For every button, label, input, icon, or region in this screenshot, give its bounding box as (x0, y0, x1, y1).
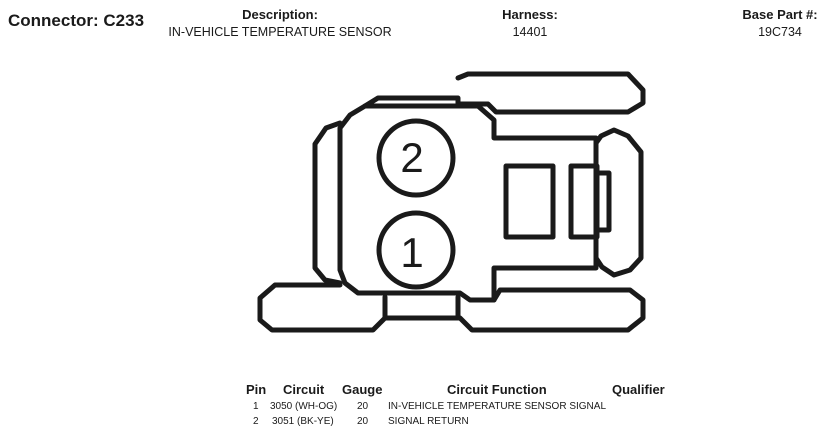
table-row-function: IN-VEHICLE TEMPERATURE SENSOR SIGNAL (388, 401, 607, 412)
right-latch (593, 127, 644, 278)
left-bump (312, 120, 343, 286)
connector-title: Connector: C233 (8, 11, 145, 30)
table-row-gauge: 20 (357, 416, 369, 427)
description-value: IN-VEHICLE TEMPERATURE SENSOR (168, 25, 392, 39)
top-latch (362, 71, 646, 115)
pin-cavity-2 (376, 118, 456, 198)
circuit-column-header: Circuit (283, 382, 325, 397)
harness-label: Harness: (502, 7, 558, 22)
table-row-circuit: 3051 (BK-YE) (272, 416, 334, 427)
table-row-circuit: 3050 (WH-OG) (270, 401, 338, 412)
lock-tab (594, 170, 612, 233)
terminal-cavity (503, 163, 556, 240)
pin-column-header: Pin (246, 382, 267, 397)
pin-label-2: 2 (400, 134, 423, 181)
base-part-label: Base Part #: (742, 7, 818, 22)
table-row-pin: 2 (253, 416, 259, 427)
table-row-function: SIGNAL RETURN (388, 416, 469, 427)
gauge-column-header: Gauge (342, 382, 383, 397)
bottom-notch (382, 294, 461, 321)
description-label: Description: (242, 7, 318, 22)
housing-body (337, 103, 599, 303)
table-row-gauge: 20 (357, 401, 369, 412)
table-row-pin: 1 (253, 401, 259, 412)
circuit-function-column-header: Circuit Function (447, 382, 547, 397)
pin-cavity-1 (376, 210, 456, 290)
pin-label-1: 1 (400, 229, 423, 276)
qualifier-column-header: Qualifier (612, 382, 665, 397)
base-part-value: 19C734 (758, 25, 802, 39)
harness-value: 14401 (512, 25, 548, 39)
